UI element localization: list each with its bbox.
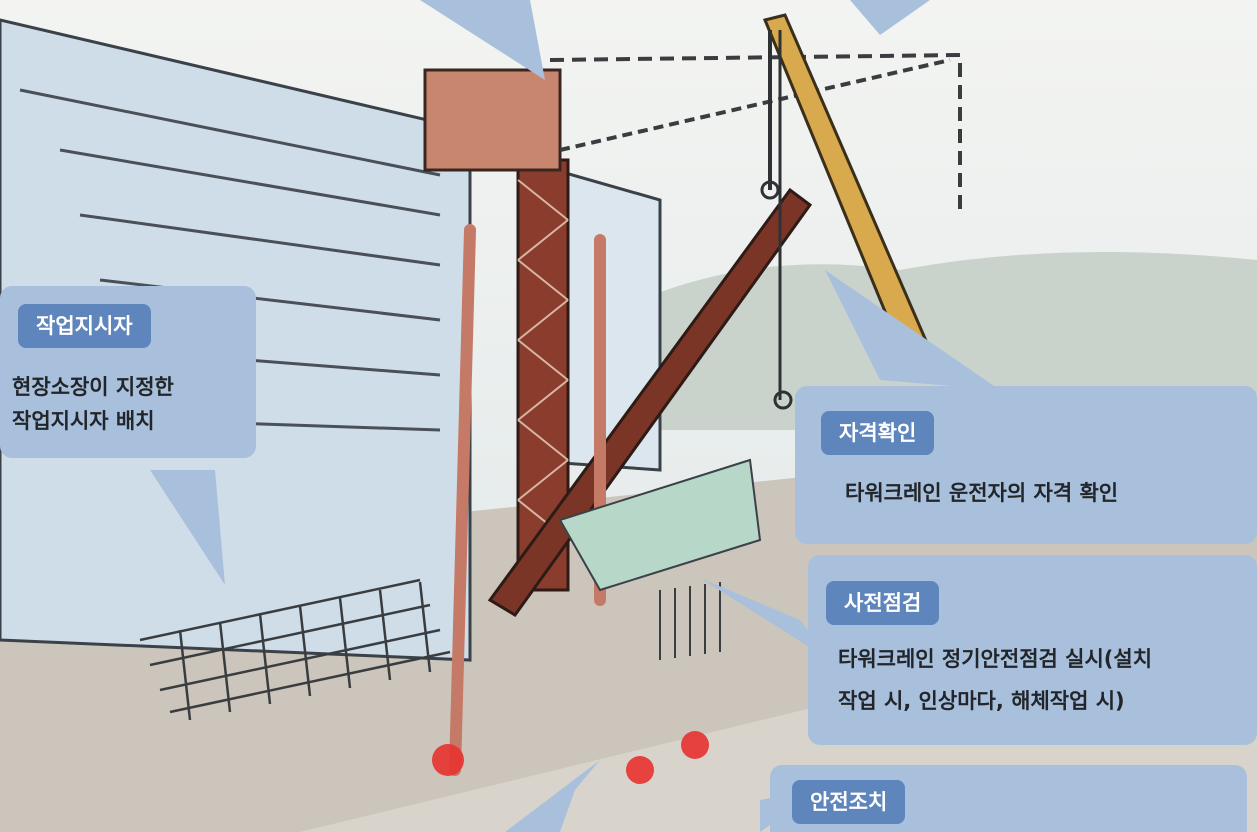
inspection-callout: 사전점검 타워크레인 정기안전점검 실시(설치 작업 시, 인상마다, 해체작업… [808, 555, 1257, 745]
crane-jib-dashed [549, 52, 962, 210]
inspection-label: 사전점검 [826, 581, 940, 625]
safety-callout: 안전조치 [770, 765, 1247, 832]
right-rebar [659, 582, 721, 660]
supervisor-label: 작업지시자 [18, 304, 151, 348]
crane-cab [423, 68, 562, 172]
crane-jib-dashed-2 [559, 58, 951, 152]
qualification-callout: 자격확인 타워크레인 운전자의 자격 확인 [795, 386, 1257, 544]
callout-pointers [150, 0, 1000, 832]
inspection-line-2: 작업 시, 인상마다, 해체작업 시) [838, 689, 1125, 713]
green-panel [558, 458, 762, 592]
falling-crane-boom [487, 187, 813, 617]
impact-bursts [432, 731, 709, 784]
inspection-line-1: 타워크레인 정기안전점검 실시(설치 [838, 647, 1153, 671]
rebar-grid [139, 578, 451, 721]
safety-label: 안전조치 [792, 780, 906, 824]
qualification-label: 자격확인 [821, 411, 935, 455]
supervisor-line-1: 현장소장이 지정한 [12, 375, 174, 399]
supervisor-callout: 작업지시자 현장소장이 지정한 작업지시자 배치 [0, 286, 256, 458]
supervisor-line-2: 작업지시자 배치 [12, 409, 155, 433]
qualification-line-1: 타워크레인 운전자의 자격 확인 [845, 481, 1119, 505]
hills [640, 252, 1257, 430]
